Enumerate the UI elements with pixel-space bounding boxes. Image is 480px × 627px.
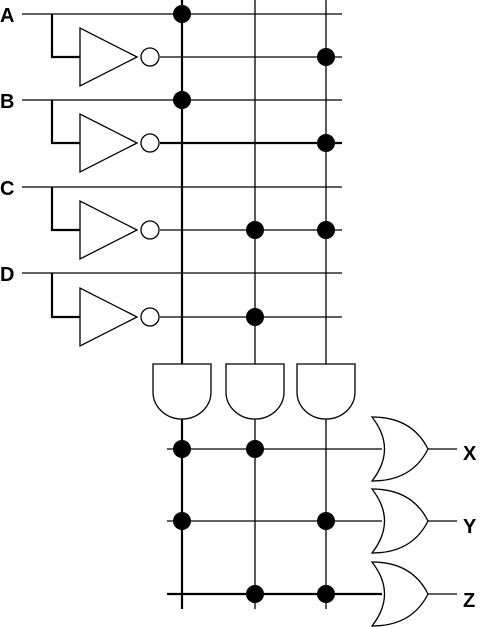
junction-dot [317, 48, 335, 66]
junction-dot [246, 308, 264, 326]
input-label-d: D [0, 264, 14, 286]
input-label-b: B [0, 91, 14, 113]
inverter-branches [50, 14, 80, 319]
inverter-d [79, 286, 160, 348]
junction-dot [317, 512, 335, 530]
inverter-b [79, 112, 160, 174]
or-gate-z [370, 561, 429, 627]
junction-dot [317, 585, 335, 603]
junction-dot [173, 5, 191, 23]
inverter-gates [79, 26, 160, 348]
junction-dot [173, 512, 191, 530]
output-label-z: Z [463, 590, 475, 612]
and-gates [152, 363, 356, 420]
and-gate-3 [296, 363, 356, 420]
junction-dot [173, 440, 191, 458]
junction-dot [317, 134, 335, 152]
or-gate-x [370, 416, 429, 482]
junction-dot [246, 440, 264, 458]
or-gate-y [370, 488, 429, 554]
and-gate-1 [152, 363, 212, 420]
input-label-a: A [0, 5, 14, 27]
or-gates [370, 416, 429, 627]
junction-dot [246, 585, 264, 603]
junction-dot [246, 221, 264, 239]
inverter-c [79, 199, 160, 261]
or-input-rails [167, 448, 382, 596]
inverter-a [79, 26, 160, 88]
connection-dots [173, 5, 335, 603]
junction-dot [173, 91, 191, 109]
output-wires [428, 448, 457, 595]
input-label-c: C [0, 178, 14, 200]
junction-dot [317, 221, 335, 239]
output-label-y: Y [463, 516, 477, 538]
and-gate-2 [225, 363, 285, 420]
output-label-x: X [463, 443, 477, 465]
